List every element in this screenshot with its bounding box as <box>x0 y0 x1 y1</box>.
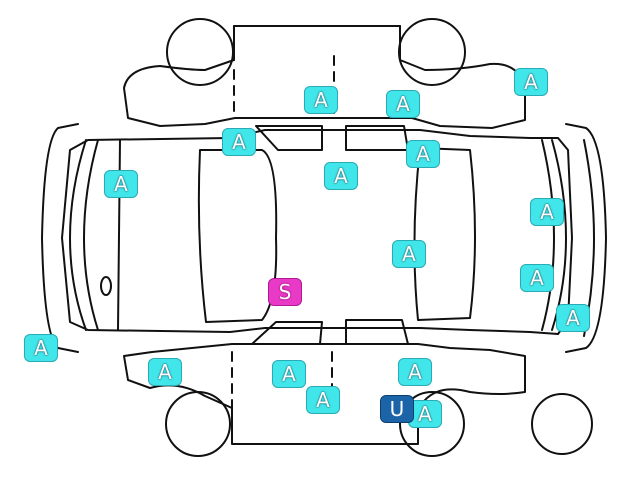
spare-wheel <box>531 393 593 455</box>
marker-a-6[interactable]: A <box>324 162 358 190</box>
marker-a-4[interactable]: A <box>222 128 256 156</box>
marker-a-7[interactable]: A <box>104 170 138 198</box>
wheel-bottom-left <box>165 391 231 457</box>
marker-a-12[interactable]: A <box>24 334 58 362</box>
marker-a-15[interactable]: A <box>398 358 432 386</box>
side-top <box>123 25 526 129</box>
marker-a-5[interactable]: A <box>406 140 440 168</box>
wheel-bottom-right <box>399 391 465 457</box>
marker-a-13[interactable]: A <box>148 358 182 386</box>
body-top-view <box>61 129 573 335</box>
marker-a-16[interactable]: A <box>306 386 340 414</box>
marker-a-10[interactable]: A <box>520 264 554 292</box>
rear-window <box>413 147 476 321</box>
marker-a-9[interactable]: A <box>392 240 426 268</box>
marker-a-14[interactable]: A <box>272 360 306 388</box>
marker-u-1[interactable]: U <box>380 395 414 423</box>
marker-a-11[interactable]: A <box>556 304 590 332</box>
marker-a-3[interactable]: A <box>514 68 548 96</box>
marker-a-2[interactable]: A <box>386 90 420 118</box>
marker-a-8[interactable]: A <box>530 198 564 226</box>
marker-a-1[interactable]: A <box>304 86 338 114</box>
wheel-top-left <box>166 18 234 86</box>
marker-s-1[interactable]: S <box>268 278 302 306</box>
wheel-top-right <box>398 18 466 86</box>
roof <box>197 149 278 323</box>
